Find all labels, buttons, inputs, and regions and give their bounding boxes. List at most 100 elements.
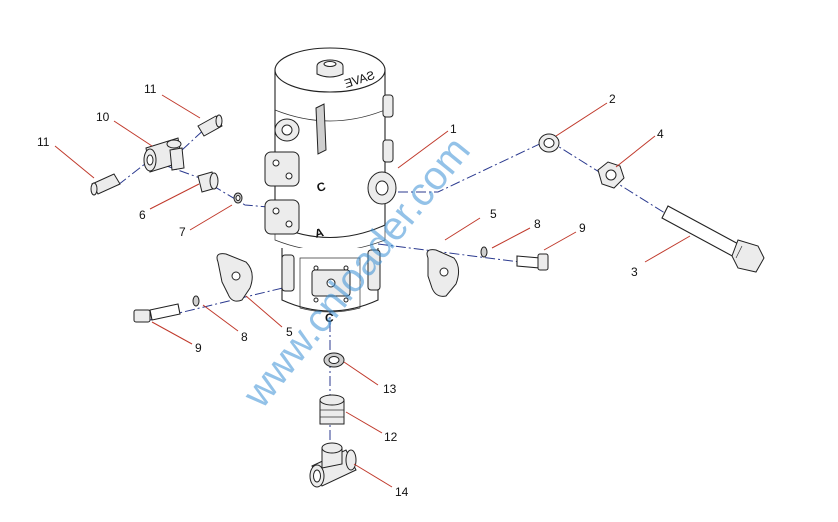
oring-13 xyxy=(323,352,345,368)
leader-14 xyxy=(353,463,393,488)
port-hole-upper xyxy=(281,124,293,136)
callout-8-right: 8 xyxy=(534,217,541,231)
leader-13 xyxy=(343,361,379,386)
clip-right xyxy=(426,249,460,297)
fitting-11-lower xyxy=(90,173,121,196)
leader-5-left xyxy=(245,295,283,328)
screw-right-head xyxy=(537,253,549,271)
oring-7-bore xyxy=(235,195,241,201)
lower-bolt xyxy=(343,265,349,271)
nut xyxy=(597,161,625,189)
callout-11-lower: 11 xyxy=(37,135,50,149)
oring-right-ring xyxy=(480,246,488,258)
fitting-11-upper-end xyxy=(215,114,223,128)
leader-7 xyxy=(189,204,233,231)
callout-7: 7 xyxy=(179,225,186,239)
port-hole-right xyxy=(375,180,389,196)
callout-4: 4 xyxy=(657,127,664,141)
fitting-11-lower-end xyxy=(90,182,98,196)
tee-10-top xyxy=(166,139,182,149)
callout-8-left: 8 xyxy=(241,330,248,344)
tee-10-branch xyxy=(169,147,185,171)
body-top-hole xyxy=(323,61,337,67)
callout-5-right: 5 xyxy=(490,207,497,221)
adapter-12 xyxy=(319,394,345,425)
callout-10: 10 xyxy=(96,110,110,124)
leader-4 xyxy=(615,135,656,168)
side-lug-lower xyxy=(382,139,394,163)
callout-12: 12 xyxy=(384,430,398,444)
adapter-6 xyxy=(197,171,219,193)
washer xyxy=(538,133,560,153)
adapter-6-end xyxy=(209,172,219,190)
callout-9-left: 9 xyxy=(195,341,202,355)
lower-port-hole xyxy=(326,278,336,288)
leader-2 xyxy=(555,102,608,137)
tee-fitting-10 xyxy=(143,137,185,173)
leader-9-left xyxy=(151,321,193,345)
callout-labels: 1 2 3 4 5 5 6 7 8 8 9 9 10 11 11 12 13 1… xyxy=(37,82,664,499)
tee-fitting-14 xyxy=(309,442,357,488)
callout-14: 14 xyxy=(395,485,409,499)
side-lug-upper xyxy=(382,94,394,118)
port-mark-a: A xyxy=(313,225,325,241)
leader-8-left xyxy=(202,304,239,332)
lower-bolt xyxy=(313,265,319,271)
body-band-line xyxy=(274,109,386,122)
nut-bore xyxy=(605,169,617,181)
bolt-shank xyxy=(661,205,743,259)
callout-9-right: 9 xyxy=(579,221,586,235)
leader-11-lower xyxy=(54,145,95,179)
leader-lines xyxy=(54,94,691,488)
adapter-12-top xyxy=(319,394,345,406)
oring-left-ring xyxy=(192,295,200,307)
leader-11-upper xyxy=(161,94,201,119)
flange-a xyxy=(264,199,300,235)
tee-10-bore xyxy=(146,154,154,166)
callout-2: 2 xyxy=(609,92,616,106)
leader-6 xyxy=(149,183,200,210)
port-mark-c-lower: C xyxy=(325,311,334,325)
tee-14-end-right xyxy=(345,449,357,471)
callout-11-upper: 11 xyxy=(144,82,157,96)
centerline-right-port xyxy=(377,243,521,263)
callout-6: 6 xyxy=(139,208,146,222)
screw-left-shank xyxy=(149,303,181,321)
oring-right xyxy=(480,246,488,258)
embossed-code-block xyxy=(315,103,327,155)
lower-housing-face xyxy=(299,257,361,313)
bolt-head xyxy=(731,239,765,273)
screw-left-head xyxy=(133,309,151,323)
oring-7 xyxy=(233,192,243,204)
lower-bolt xyxy=(313,297,319,303)
clip-left-hole xyxy=(231,271,241,281)
leader-10 xyxy=(113,120,153,147)
port-mark-c-upper: C xyxy=(315,179,327,195)
flange-bolt-hole xyxy=(272,159,280,167)
body-top-boss-side xyxy=(316,66,344,78)
leader-1 xyxy=(397,130,449,169)
bolt xyxy=(661,205,765,273)
washer-bore xyxy=(543,138,555,148)
fitting-11-upper xyxy=(197,114,223,137)
centerline-bolt xyxy=(398,139,669,216)
clip-right-hole xyxy=(439,267,449,277)
tee-14-bore-left xyxy=(313,469,321,483)
oring-13-bore xyxy=(328,356,340,364)
bolt-head-edge xyxy=(735,245,743,259)
leader-3 xyxy=(644,235,691,263)
screw-right xyxy=(516,253,549,271)
leader-5-right xyxy=(444,217,481,241)
flange-bolt-hole xyxy=(285,220,293,228)
flange-c-upper xyxy=(264,151,300,187)
adapter-12-threads xyxy=(320,409,344,418)
flange-bolt-hole xyxy=(285,172,293,180)
callout-13: 13 xyxy=(383,382,397,396)
leader-12 xyxy=(345,411,383,434)
clip-left xyxy=(216,253,253,302)
swivel-body: ƎVAƧ C A C xyxy=(264,47,397,325)
screw-right-shank xyxy=(516,255,541,269)
tee-14-top xyxy=(321,442,343,454)
